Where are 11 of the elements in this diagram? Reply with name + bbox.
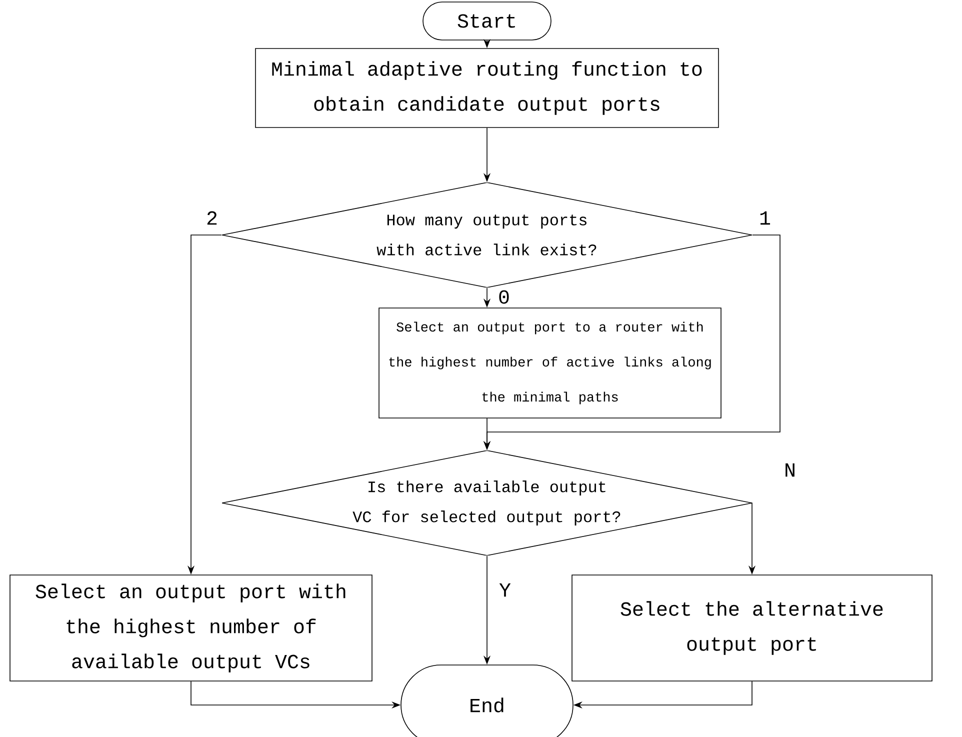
terminal-pill: End <box>400 664 574 737</box>
process-box: Select an output port with the highest number of available output VCs <box>10 574 372 682</box>
edge-label: Y <box>498 582 512 598</box>
process-box: Select an output port to a router with the highest number of active links along the minimal paths <box>378 308 722 418</box>
edge-label: 0 <box>496 288 512 306</box>
edge-label: 2 <box>204 210 220 226</box>
edge-label: N <box>782 462 798 478</box>
process-box: Select the alternative output port <box>572 574 932 682</box>
terminal-pill: Start <box>422 2 552 40</box>
edge-label: 1 <box>758 210 772 226</box>
process-box: Minimal adaptive routing function to obtain candidate output ports <box>255 48 719 128</box>
